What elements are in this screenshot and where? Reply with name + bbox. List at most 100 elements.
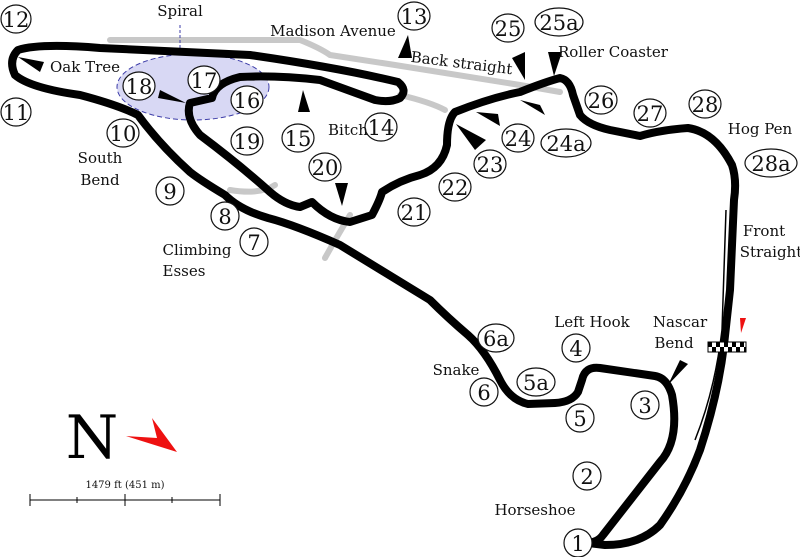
svg-text:24: 24: [505, 127, 532, 151]
pointer-15: [298, 90, 310, 112]
turn-26: 26: [584, 85, 618, 115]
pointer-23: [456, 124, 486, 150]
label-spiral: Spiral: [157, 2, 203, 20]
label-climbing-esses: Climbing: [163, 241, 232, 259]
main-track: [8, 41, 740, 549]
svg-text:15: 15: [285, 127, 312, 151]
svg-text:5: 5: [573, 407, 586, 431]
turn-20: 20: [308, 152, 342, 182]
turn-28: 28: [688, 89, 722, 119]
svg-text:9: 9: [163, 180, 176, 204]
turn-19: 19: [230, 126, 264, 156]
turn-4: 4: [561, 333, 591, 363]
label-climbing-esses-2: Esses: [163, 262, 206, 280]
label-south-bend-2: Bend: [80, 171, 120, 189]
north-compass: N: [66, 403, 177, 473]
old-track-esses: [227, 182, 278, 195]
svg-text:11: 11: [3, 101, 30, 125]
north-letter: N: [66, 403, 119, 473]
old-track-back: [107, 37, 563, 95]
svg-text:4: 4: [569, 337, 582, 361]
svg-text:6a: 6a: [483, 327, 509, 351]
svg-text:5a: 5a: [523, 371, 549, 395]
label-left-hook: Left Hook: [554, 313, 630, 331]
svg-text:24a: 24a: [546, 132, 585, 156]
track-main-loop: [8, 41, 740, 549]
scale-label: 1479 ft (451 m): [85, 480, 164, 491]
svg-text:7: 7: [247, 231, 260, 255]
svg-text:20: 20: [312, 156, 339, 180]
turn-22: 22: [438, 172, 472, 202]
label-oak-tree: Oak Tree: [50, 58, 120, 76]
turn-28a: 28a: [744, 148, 798, 178]
pointer-25: [512, 52, 525, 80]
turn-pointers: [18, 35, 688, 385]
turn-12: 12: [0, 4, 32, 34]
pointer-nascar-bend: [668, 360, 688, 385]
turn-11: 11: [0, 97, 32, 127]
direction-arrow-icon: [740, 318, 746, 333]
turn-15: 15: [281, 123, 315, 153]
old-track-infield: [397, 92, 448, 113]
label-madison-avenue: Madison Avenue: [270, 22, 396, 40]
turn-25: 25: [491, 13, 525, 43]
svg-text:1: 1: [571, 532, 584, 556]
svg-text:14: 14: [368, 116, 395, 140]
svg-text:18: 18: [126, 75, 153, 99]
svg-text:8: 8: [218, 205, 231, 229]
svg-text:28a: 28a: [751, 152, 790, 176]
svg-text:10: 10: [110, 122, 137, 146]
turn-7: 7: [239, 227, 269, 257]
label-snake: Snake: [433, 361, 480, 379]
svg-text:6: 6: [477, 381, 490, 405]
svg-text:25a: 25a: [539, 11, 578, 35]
turn-17: 17: [187, 65, 221, 95]
start-finish-line: [707, 341, 747, 353]
turn-8: 8: [210, 201, 240, 231]
scale-bar: 1479 ft (451 m): [29, 480, 221, 506]
turn-24a: 24a: [540, 128, 592, 158]
turn-13: 13: [397, 1, 431, 31]
label-hog-pen: Hog Pen: [728, 120, 793, 138]
turn-5: 5: [565, 403, 595, 433]
svg-text:22: 22: [442, 176, 469, 200]
label-horseshoe: Horseshoe: [494, 501, 575, 519]
svg-text:27: 27: [637, 102, 664, 126]
turn-3: 3: [630, 390, 660, 420]
svg-text:19: 19: [234, 130, 261, 154]
turn-6a: 6a: [477, 323, 515, 353]
label-south-bend: South: [78, 149, 123, 167]
pointer-18: [158, 90, 186, 103]
turn-27: 27: [633, 98, 667, 128]
svg-text:25: 25: [495, 17, 522, 41]
turn-9: 9: [155, 176, 185, 206]
svg-text:26: 26: [588, 89, 615, 113]
turn-18: 18: [122, 71, 156, 101]
svg-text:16: 16: [234, 89, 261, 113]
pointer-oak-tree: [18, 57, 44, 72]
label-bitch: Bitch: [328, 121, 368, 139]
svg-text:23: 23: [477, 153, 504, 177]
label-front-straight: Front: [743, 222, 785, 240]
label-nascar-bend: Nascar: [653, 313, 708, 331]
pointer-25a: [548, 52, 562, 76]
label-nascar-bend-2: Bend: [654, 334, 694, 352]
svg-text:17: 17: [191, 69, 218, 93]
turn-25a: 25a: [534, 7, 584, 37]
label-front-straight-2: Straight: [740, 243, 800, 261]
turn-6: 6: [469, 377, 499, 407]
pointer-24: [476, 112, 500, 126]
pointer-20: [335, 183, 348, 206]
pointer-13: [398, 35, 412, 58]
svg-text:13: 13: [401, 5, 428, 29]
turn-2: 2: [572, 461, 602, 491]
turn-5a: 5a: [516, 367, 556, 397]
turn-16: 16: [230, 85, 264, 115]
svg-text:2: 2: [580, 465, 593, 489]
svg-text:3: 3: [638, 394, 651, 418]
label-roller-coaster: Roller Coaster: [558, 43, 669, 61]
turn-14: 14: [364, 112, 398, 142]
turn-10: 10: [106, 118, 140, 148]
